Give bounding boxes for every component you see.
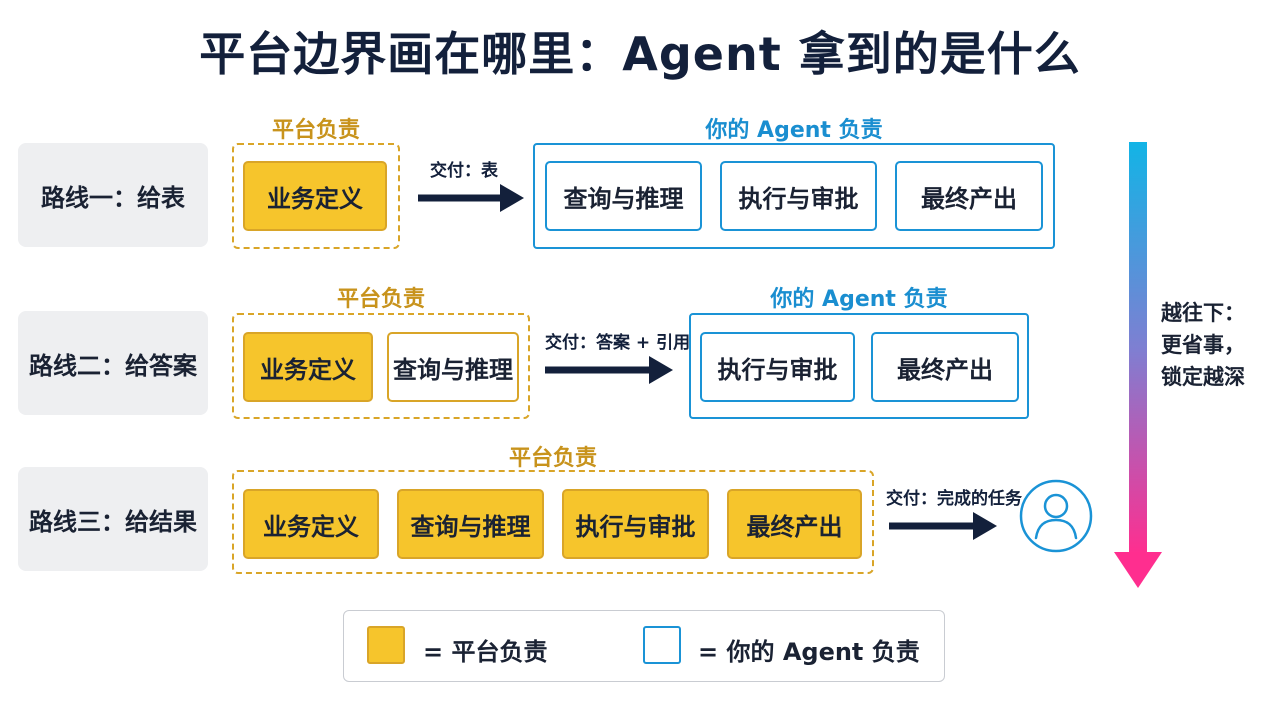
side-note-line-1: 越往下： [1161, 301, 1245, 325]
route-1-step-final-output: 最终产出 [895, 161, 1043, 231]
route-2-agent-label: 你的 Agent 负责 [770, 287, 948, 312]
side-note: 越往下： 更省事， 锁定越深 [1161, 297, 1245, 393]
side-note-line-3: 锁定越深 [1161, 365, 1245, 389]
route-2-label: 路线二：给答案 [18, 311, 208, 415]
route-1-step-business-definition: 业务定义 [243, 161, 387, 231]
page-title: 平台边界画在哪里：Agent 拿到的是什么 [199, 27, 1081, 81]
route-1-label: 路线一：给表 [18, 143, 208, 247]
route-1-step-execute-approve: 执行与审批 [720, 161, 877, 231]
route-3-deliver-label: 交付：完成的任务 [886, 489, 1022, 509]
route-3-arrow [889, 512, 997, 540]
route-2-step-execute-approve: 执行与审批 [700, 332, 855, 402]
route-1-deliver-label: 交付：表 [430, 161, 498, 181]
legend-platform-swatch [367, 626, 405, 664]
route-2-step-query-reasoning: 查询与推理 [387, 332, 519, 402]
route-1-arrow [418, 184, 524, 212]
legend-agent-label: = 你的 Agent 负责 [698, 638, 920, 666]
route-1-platform-label: 平台负责 [271, 118, 360, 143]
route-1-platform-group [232, 143, 400, 249]
gradient-down-arrow [1114, 142, 1162, 588]
route-2-platform-group [232, 313, 530, 419]
route-3-label: 路线三：给结果 [18, 467, 208, 571]
route-2-step-business-definition: 业务定义 [243, 332, 373, 402]
route-2-step-final-output: 最终产出 [871, 332, 1019, 402]
route-2-platform-label: 平台负责 [336, 287, 425, 312]
route-3-platform-label: 平台负责 [508, 446, 597, 471]
route-1-agent-group [533, 143, 1055, 249]
user-icon [1019, 479, 1093, 553]
route-3-step-execute-approve: 执行与审批 [562, 489, 709, 559]
route-3-step-final-output: 最终产出 [727, 489, 862, 559]
route-2-agent-group [689, 313, 1029, 419]
route-1-agent-label: 你的 Agent 负责 [705, 118, 883, 143]
side-note-line-2: 更省事， [1161, 333, 1245, 357]
route-3-step-business-definition: 业务定义 [243, 489, 379, 559]
route-3-step-query-reasoning: 查询与推理 [397, 489, 544, 559]
route-1-step-query-reasoning: 查询与推理 [545, 161, 702, 231]
legend-agent-swatch [643, 626, 681, 664]
route-2-arrow [545, 356, 673, 384]
route-2-deliver-label: 交付：答案 + 引用 [545, 333, 691, 353]
route-3-platform-group [232, 470, 874, 574]
legend-platform-label: = 平台负责 [423, 638, 548, 666]
